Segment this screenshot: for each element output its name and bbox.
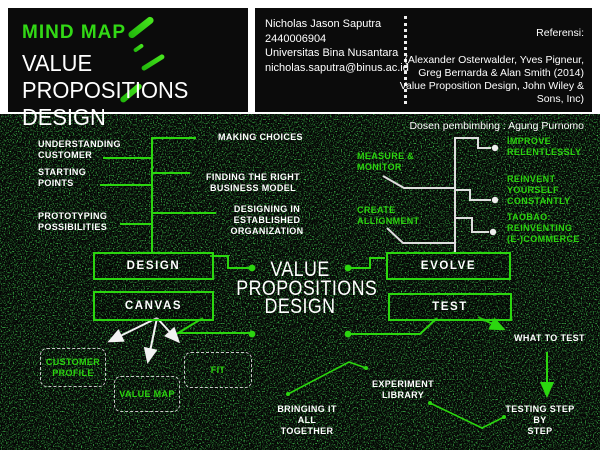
node-design: DESIGN: [93, 252, 214, 280]
node-evolve: EVOLVE: [386, 252, 511, 280]
label-measure-monitor: MEASURE & MONITOR: [357, 151, 415, 172]
brush-stroke: [127, 15, 155, 40]
label-starting-points: STARTING POINTS: [38, 167, 87, 188]
label-reinvent-yourself-constantly: REINVENT YOURSELF CONSTANTLY: [507, 174, 571, 206]
reference-block: Referensi: (Alexander Osterwalder, Yves …: [400, 14, 584, 146]
box-value-map: VALUE MAP: [114, 376, 180, 412]
author-university: Universitas Bina Nusantara: [265, 47, 399, 59]
label-prototyping-possibilities: PROTOTYPING POSSIBILITIES: [38, 211, 108, 232]
label-improve-relentlessly: IMPROVE RELENTLESSLY: [507, 136, 582, 157]
box-customer-profile: CUSTOMER PROFILE: [40, 348, 106, 387]
map-background: [0, 114, 600, 450]
header-title-panel: MIND MAP VALUE PROPOSITIONS DESIGN: [8, 8, 248, 130]
reference-supervisor: Dosen pembimbing : Agung Purnomo: [409, 119, 584, 132]
label-what-to-test: WHAT TO TEST: [514, 333, 585, 343]
author-name: Nicholas Jason Saputra: [265, 18, 382, 30]
label-create-allignment: CREATE ALLIGNMENT: [357, 205, 420, 226]
label-understanding-customer: UNDERSTANDING CUSTOMER: [38, 139, 121, 160]
author-email: nicholas.saputra@binus.ac.id: [265, 61, 409, 74]
label-finding-right-business-model: FINDING THE RIGHT BUSINESS MODEL: [206, 172, 300, 193]
header-info-panel: Nicholas Jason Saputra 2440006904 Univer…: [255, 8, 592, 132]
node-test: TEST: [388, 293, 512, 321]
center-title: VALUE PROPOSITIONS DESIGN: [236, 258, 378, 318]
node-canvas: CANVAS: [93, 291, 214, 321]
label-bringing-it-all-together: BRINGING IT ALL TOGETHER: [277, 404, 337, 436]
label-taobao-reinventing-ecommerce: TAOBAO: REINVENTING (E-)COMMERCE: [507, 212, 580, 244]
box-fit: FIT: [184, 352, 252, 388]
author-student-id: 2440006904: [265, 32, 327, 45]
label-experiment-library: EXPERIMENT LIBRARY: [371, 379, 434, 400]
author-block: Nicholas Jason Saputra 2440006904 Univer…: [265, 17, 409, 75]
dotted-divider: [404, 16, 407, 104]
label-designing-in-established-organization: DESIGNING IN ESTABLISHED ORGANIZATION: [230, 204, 304, 236]
label-testing-step-by-step: TESTING STEP BY STEP: [505, 404, 575, 436]
poster-brand-title: MIND MAP: [22, 22, 127, 43]
reference-label: Referensi:: [536, 27, 584, 40]
label-making-choices: MAKING CHOICES: [218, 132, 303, 142]
reference-citation: (Alexander Osterwalder, Yves Pigneur, Gr…: [399, 53, 584, 106]
poster-main-title: VALUE PROPOSITIONS DESIGN: [22, 50, 189, 130]
